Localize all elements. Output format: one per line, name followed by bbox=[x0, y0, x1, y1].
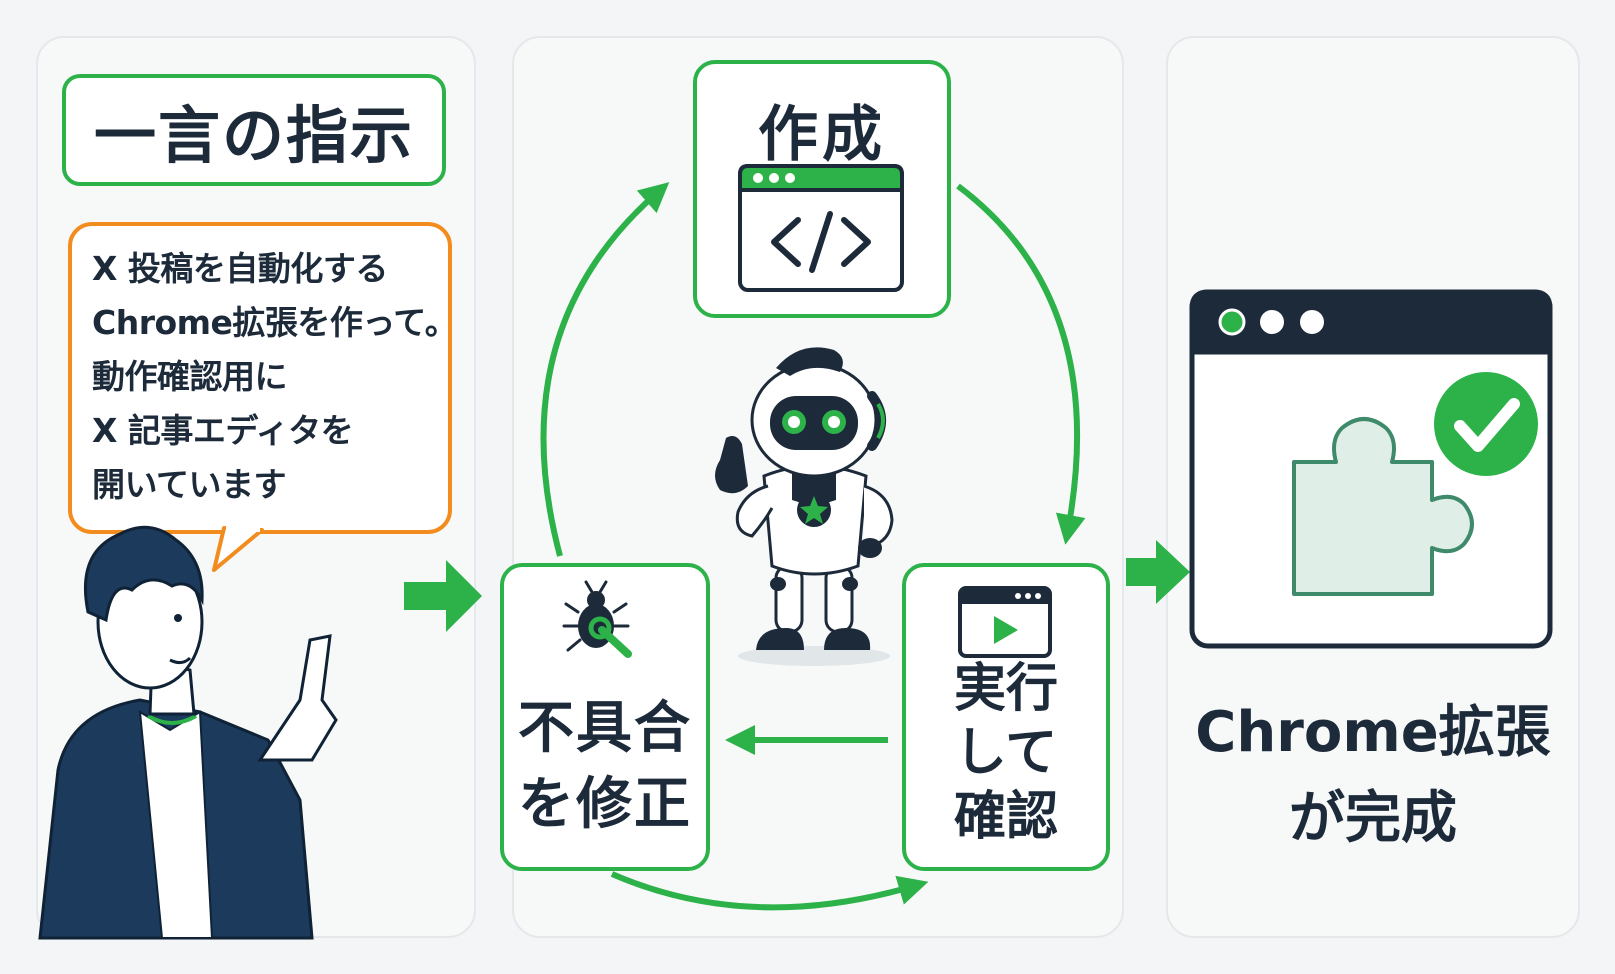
speech-line-3: 動作確認用に bbox=[92, 357, 288, 396]
person-icon bbox=[38, 525, 338, 940]
run-label-line-1: 実行 bbox=[953, 659, 1058, 719]
arrow-to-cycle bbox=[404, 560, 482, 632]
check-icon bbox=[1434, 372, 1538, 476]
cycle-arrow-create-to-run bbox=[956, 183, 1086, 545]
run-label-line-2: して bbox=[954, 723, 1058, 783]
speech-line-1: X 投稿を自動化する bbox=[92, 249, 388, 288]
speech-bubble-tail bbox=[212, 524, 264, 572]
result-line-1: Chrome拡張 bbox=[1195, 700, 1551, 765]
cycle-arrow-fix-to-run bbox=[610, 871, 929, 911]
fix-label-line-2: を修正 bbox=[518, 772, 692, 837]
speech-line-4: X 記事エディタを bbox=[92, 411, 354, 450]
speech-line-5: 開いています bbox=[92, 465, 287, 504]
fix-label-line-1: 不具合 bbox=[518, 696, 692, 761]
speech-line-2: Chrome拡張を作って。 bbox=[92, 303, 458, 342]
run-label: 実行 して 確認 bbox=[906, 657, 1106, 849]
result-line-2: が完成 bbox=[1289, 786, 1457, 851]
step-create: 作成 bbox=[693, 60, 951, 318]
arrow-to-result bbox=[1126, 540, 1190, 604]
step-fix: 不具合 を修正 bbox=[500, 563, 710, 871]
step-run: 実行 して 確認 bbox=[902, 563, 1110, 871]
create-label: 作成 bbox=[758, 100, 886, 170]
instruction-title: 一言の指示 bbox=[62, 74, 446, 186]
fix-label: 不具合 を修正 bbox=[504, 691, 706, 843]
cycle-arrow-fix-to-create bbox=[540, 182, 670, 557]
puzzle-icon bbox=[1292, 417, 1474, 596]
robot-icon bbox=[715, 347, 894, 666]
run-label-line-3: 確認 bbox=[953, 787, 1058, 847]
speech-bubble: X 投稿を自動化する Chrome拡張を作って。 動作確認用に X 記事エディタ… bbox=[68, 222, 458, 534]
result-label: Chrome拡張 が完成 bbox=[1166, 690, 1580, 862]
